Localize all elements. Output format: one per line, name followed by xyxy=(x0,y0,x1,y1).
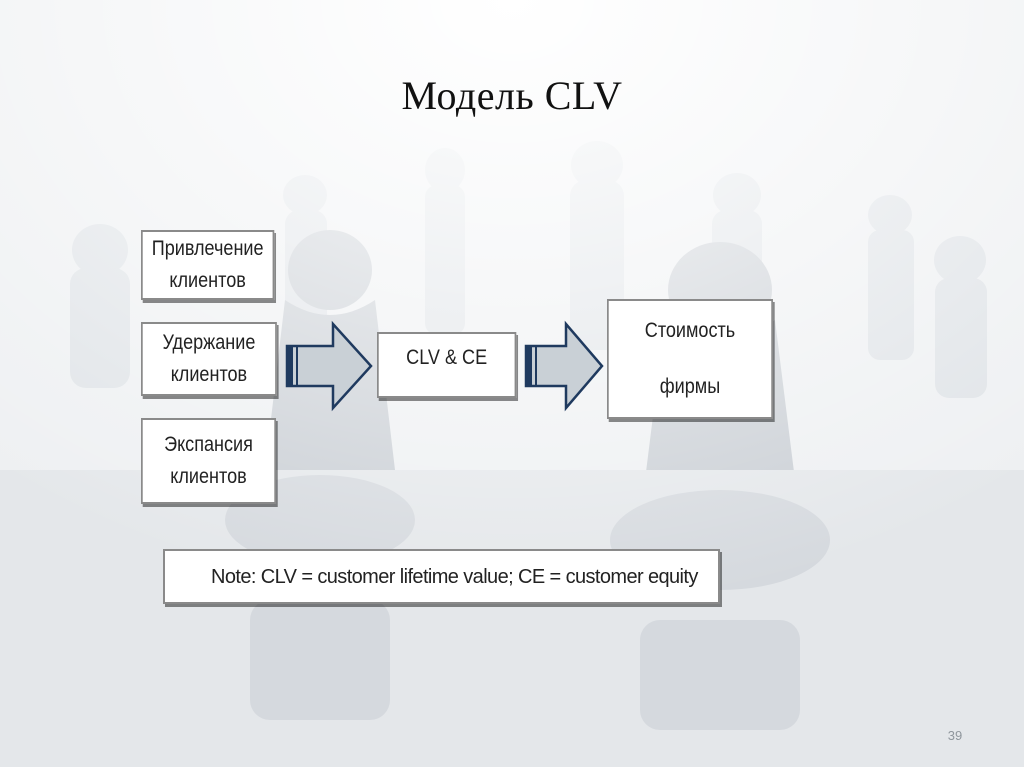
note-box: Note: CLV = customer lifetime value; CE … xyxy=(163,549,720,604)
page-number: 39 xyxy=(947,728,963,743)
block-arrow-right-icon xyxy=(285,320,373,412)
box-customer-expansion: Экспансия клиентов xyxy=(141,418,277,504)
slide-title: Модель CLV xyxy=(401,73,623,118)
box-clv-ce-label: CLV & CE xyxy=(406,346,488,369)
note-text: Note: CLV = customer lifetime value; CE … xyxy=(211,565,698,588)
block-arrow-right-icon xyxy=(524,320,604,412)
box-firm-value: Стоимость фирмы xyxy=(607,299,773,419)
box-clv-ce: CLV & CE xyxy=(377,332,517,398)
box-customer-acquisition: Привлечение клиентов xyxy=(141,230,275,300)
box-customer-expansion-label: Экспансия клиентов xyxy=(164,433,253,488)
box-customer-acquisition-label: Привлечение клиентов xyxy=(151,237,264,292)
box-firm-value-label: Стоимость фирмы xyxy=(644,319,736,398)
box-customer-retention: Удержание клиентов xyxy=(141,322,277,396)
box-customer-retention-label: Удержание клиентов xyxy=(162,331,256,386)
